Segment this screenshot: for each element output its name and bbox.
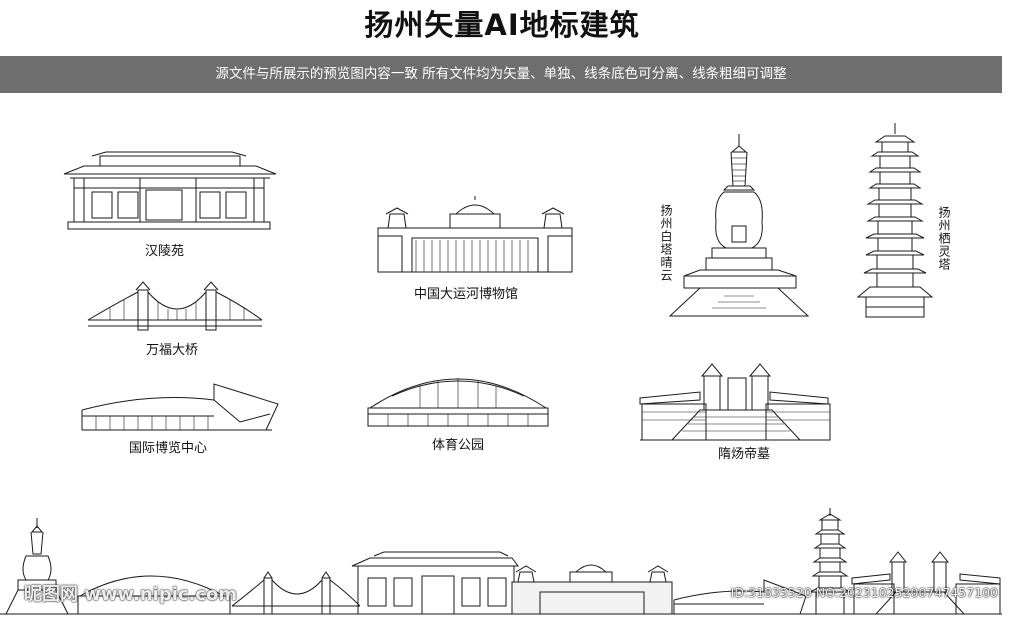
grand-canal-museum-drawing bbox=[378, 196, 572, 272]
wanfu-bridge-drawing bbox=[88, 282, 262, 330]
watermark-right: ID:31835520 NO:20231025200747457100 bbox=[730, 585, 998, 600]
grand-canal-museum-label: 中国大运河博物馆 bbox=[414, 287, 519, 302]
qiling-pagoda-drawing bbox=[858, 123, 932, 317]
sui-emperor-tomb-drawing bbox=[640, 364, 830, 440]
white-pagoda-drawing bbox=[670, 134, 808, 316]
white-pagoda-label: 扬州白塔晴云 bbox=[659, 204, 673, 282]
page-title: 扬州矢量AI地标建筑 bbox=[364, 8, 640, 42]
hanlingyuan-label: 汉陵苑 bbox=[145, 244, 185, 259]
sports-park-label: 体育公园 bbox=[432, 438, 485, 453]
hanlingyuan-drawing bbox=[64, 152, 276, 229]
intl-expo-center-drawing bbox=[82, 384, 278, 430]
sports-park-drawing bbox=[368, 378, 548, 426]
description-banner: 源文件与所展示的预览图内容一致 所有文件均为矢量、单独、线条底色可分离、线条粗细… bbox=[0, 56, 1002, 93]
skyline-panorama bbox=[0, 508, 1002, 614]
wanfu-bridge-label: 万福大桥 bbox=[146, 343, 199, 358]
sui-emperor-tomb-label: 隋炀帝墓 bbox=[718, 447, 771, 462]
qiling-pagoda-label: 扬州栖灵塔 bbox=[937, 206, 951, 271]
intl-expo-center-label: 国际博览中心 bbox=[129, 441, 208, 456]
watermark-left: 昵图网 www.nipic.com bbox=[24, 584, 238, 605]
